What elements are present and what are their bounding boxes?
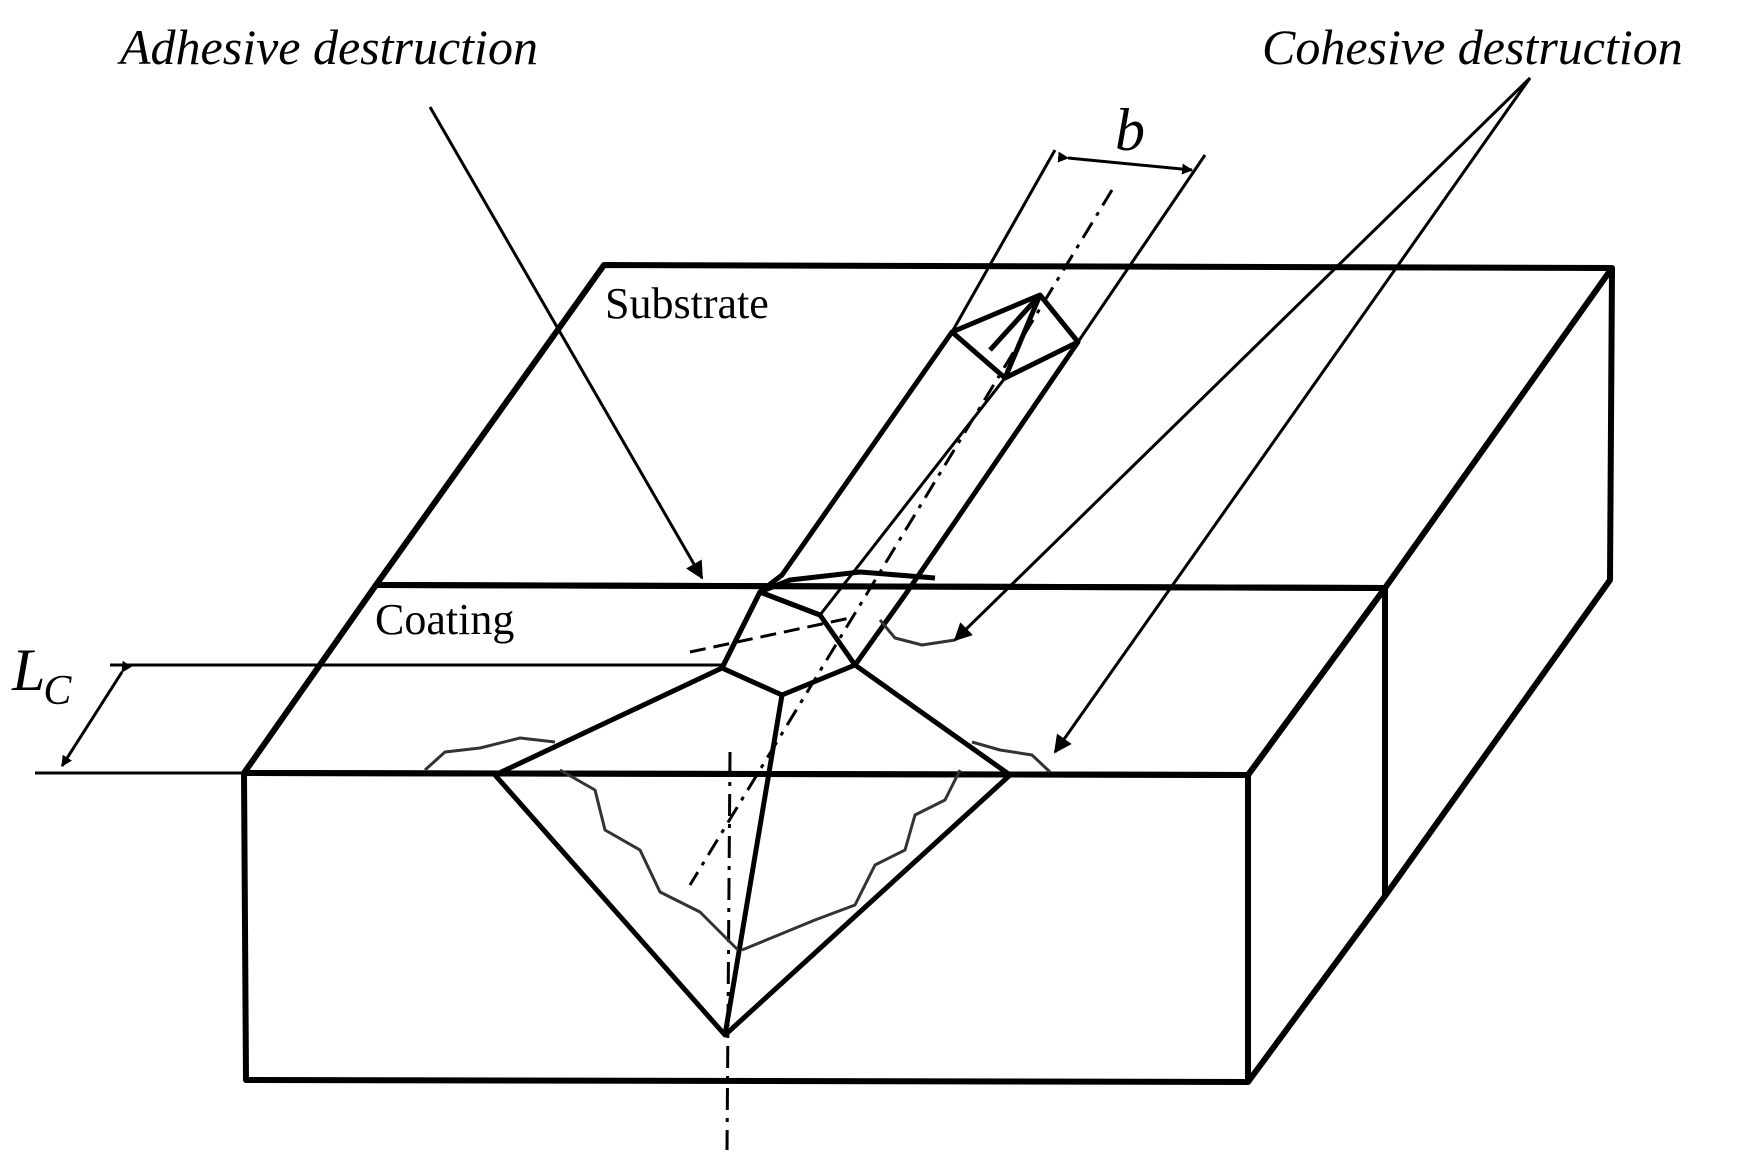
crack-lines [423, 619, 1052, 952]
crack-right-surface [971, 740, 1052, 774]
critical-load-subscript: C [43, 668, 72, 714]
indenter-shaft-right [902, 340, 1081, 597]
scratch-axis [688, 189, 1114, 886]
groove-bottom-face [719, 589, 858, 698]
adhesive-destruction-label: Adhesive destruction [120, 19, 538, 75]
vertical-axis [725, 751, 732, 1151]
leader-arrows [428, 76, 1532, 754]
b-dimension [1057, 151, 1194, 175]
groove-front-cut [757, 569, 936, 618]
crack-left-surface [423, 736, 556, 772]
indenter-shaft-left [758, 330, 955, 594]
crack-far-right [878, 619, 956, 647]
indenter-holder-left [950, 149, 1057, 333]
groove-left-edge [493, 590, 763, 778]
lc-arrow [60, 660, 132, 767]
adhesive-leader [428, 106, 704, 580]
crack-v-left [559, 768, 740, 952]
coating-front-face [241, 770, 1251, 1085]
coating-right-face [1245, 585, 1388, 1084]
critical-load-main: L [12, 637, 46, 703]
substrate-label: Substrate [605, 279, 769, 328]
crack-v-right [741, 769, 962, 952]
coating-label: Coating [375, 595, 515, 644]
width-b-label: b [1115, 97, 1145, 163]
coating-block [241, 582, 1388, 1085]
reference-lines [495, 189, 1114, 1151]
critical-load-label: LC [12, 637, 73, 712]
substrate-right-face [1382, 267, 1615, 899]
indenter-tip-diag [988, 293, 1043, 379]
scratch-groove [493, 569, 1012, 1038]
cohesive-leader-2 [1053, 77, 1532, 754]
substrate-block [373, 262, 1615, 899]
indenter-holder-right [1076, 154, 1207, 343]
cohesive-leader-1 [953, 76, 1532, 642]
cohesive-destruction-label: Cohesive destruction [1262, 19, 1683, 75]
indenter-shaft-inner [818, 377, 1007, 616]
lc-dimension [35, 660, 722, 775]
b-arrow [1057, 151, 1194, 175]
groove-center-dashed [689, 616, 851, 654]
indenter [758, 149, 1207, 616]
groove-v-section [493, 773, 1012, 1038]
groove-right-edge [852, 593, 1012, 778]
